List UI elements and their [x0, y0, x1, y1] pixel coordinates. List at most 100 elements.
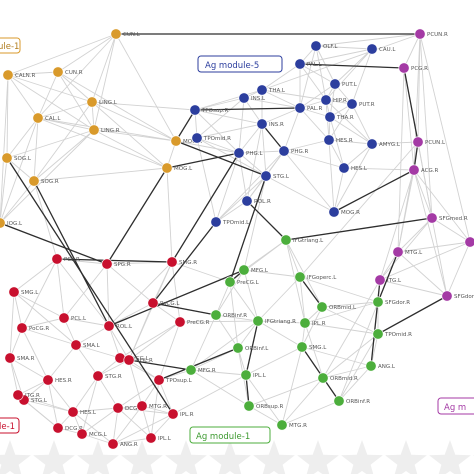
node-r3: SMG.R: [166, 256, 197, 268]
edge-light: [72, 407, 119, 413]
edge-light: [194, 109, 263, 125]
module-box-orange: ule-1: [0, 37, 21, 54]
edge-dark: [333, 169, 415, 213]
edge-light: [37, 117, 168, 169]
edge-light: [215, 150, 285, 223]
node-circle: [145, 432, 157, 444]
node-b1: OLF.L: [310, 40, 338, 52]
edge-light: [315, 45, 327, 101]
edge-light: [243, 269, 301, 278]
edge-light: [115, 33, 177, 142]
node-label: IPL.R: [312, 321, 326, 327]
edge-light: [237, 320, 259, 349]
node-label: PreCG.L: [127, 356, 150, 362]
node-circle: [1, 152, 13, 164]
edge-light: [299, 276, 306, 324]
edge-light: [75, 344, 121, 359]
edge-dark: [285, 217, 433, 241]
node-circle: [392, 246, 404, 258]
node-circle: [76, 428, 88, 440]
node-circle: [317, 372, 329, 384]
edge-light: [379, 251, 399, 281]
edge-light: [33, 129, 95, 182]
edge-light: [9, 357, 49, 381]
edge-light: [215, 175, 267, 223]
edge-light: [7, 74, 39, 119]
edge-light: [281, 400, 340, 426]
node-circle: [278, 145, 290, 157]
edge-light: [128, 359, 143, 407]
edge-light: [13, 258, 58, 293]
node-circle: [464, 236, 474, 248]
module-label-orange: ule-1: [0, 42, 19, 52]
edge-light: [338, 333, 379, 402]
node-circle: [276, 419, 288, 431]
edge-light: [81, 407, 119, 435]
edge-light: [21, 327, 49, 381]
node-circle: [238, 264, 250, 276]
edge-light: [171, 261, 181, 323]
node-circle: [398, 62, 410, 74]
edge-light: [6, 129, 95, 159]
node-o11: IOG.L: [0, 217, 23, 229]
node-b18: STG.L: [260, 170, 290, 182]
node-circle: [372, 328, 384, 340]
node-circle: [88, 124, 100, 136]
edge-light: [91, 101, 168, 169]
edge-light: [91, 33, 117, 103]
edge-light: [403, 67, 415, 171]
node-r6: PoCG.R: [16, 322, 49, 334]
node-circle: [224, 276, 236, 288]
edge-light: [413, 169, 448, 297]
edge-light: [0, 157, 8, 224]
node-g1: IFGtriang.L: [280, 234, 324, 246]
node-label: ORBmid.L: [329, 305, 357, 311]
node-label: LING.R: [101, 128, 120, 134]
edge-light: [431, 217, 471, 243]
edge-light: [194, 89, 263, 111]
edge-light: [158, 379, 174, 415]
node-label: ORBsup.R: [256, 404, 284, 410]
node-o3: CUN.R: [52, 66, 83, 78]
node-g9: SFGdor.R: [372, 296, 410, 308]
edge-light: [0, 74, 9, 224]
node-circle: [412, 136, 424, 148]
edge-light: [97, 359, 130, 377]
node-g8: IPL.R: [299, 317, 326, 329]
node-circle: [70, 339, 82, 351]
node-r22: IPL.L: [145, 432, 172, 444]
edge-light: [333, 167, 345, 213]
node-label: CUN.R: [65, 70, 83, 76]
edge-light: [419, 33, 433, 219]
edge-light: [112, 437, 152, 445]
edge-light: [321, 301, 379, 308]
edge-light: [333, 143, 373, 213]
node-g16: ANG.L: [365, 360, 396, 372]
edge-dark: [6, 157, 174, 415]
edge-light: [9, 357, 19, 396]
node-b8: PAL.R: [294, 102, 323, 114]
edge-light: [322, 365, 372, 379]
watermark-star-0: [0, 440, 31, 474]
node-p8: ITG.L: [374, 274, 402, 286]
node-label: IPL.L: [253, 373, 267, 379]
edge-light: [56, 258, 110, 327]
node-g6: IFGtriang.R: [252, 315, 296, 327]
node-r19: DCG.R: [52, 422, 83, 434]
node-circle: [316, 301, 328, 313]
edge-light: [248, 377, 324, 407]
edge-light: [229, 281, 259, 322]
edge-dark: [370, 279, 381, 367]
node-circle: [294, 271, 306, 283]
node-circle: [323, 134, 335, 146]
node-circle: [114, 352, 126, 364]
node-circle: [112, 402, 124, 414]
node-p9: SFGdor.L: [441, 290, 474, 302]
node-r20: IPL.R: [167, 408, 194, 420]
node-g12: MFG.R: [185, 364, 216, 376]
node-o5: LING.L: [86, 96, 118, 108]
edge-dark: [377, 251, 399, 303]
node-label: THA.R: [336, 115, 354, 121]
edge-light: [196, 123, 263, 139]
node-r9: ROL.L: [103, 320, 133, 332]
